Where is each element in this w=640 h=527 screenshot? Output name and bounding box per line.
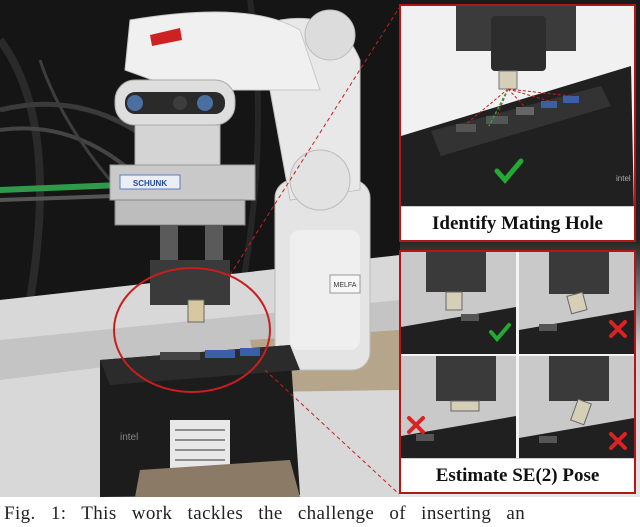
pose-candidate-3 bbox=[401, 356, 516, 458]
pose-candidate-1 bbox=[401, 252, 516, 354]
check-icon bbox=[489, 323, 511, 343]
cross-icon bbox=[609, 320, 627, 338]
estimate-pose-panel: Estimate SE(2) Pose bbox=[399, 250, 636, 494]
cross-icon bbox=[407, 416, 425, 434]
gripper-brand: SCHUNK bbox=[133, 179, 167, 188]
connector-line-bottom bbox=[264, 369, 400, 495]
bottom-panel-label: Estimate SE(2) Pose bbox=[401, 458, 634, 492]
connector-line-top bbox=[229, 7, 400, 276]
pose-candidate-2 bbox=[519, 252, 634, 354]
identify-mating-hole-panel: intel Identify Mating Hole bbox=[399, 4, 636, 242]
top-panel-label: Identify Mating Hole bbox=[401, 206, 634, 240]
intel-logo: intel bbox=[120, 432, 138, 443]
mating-hole-illustration: intel bbox=[401, 6, 634, 212]
pose-candidate-grid bbox=[401, 252, 634, 458]
cross-icon bbox=[609, 432, 627, 450]
check-icon bbox=[494, 158, 524, 184]
pose-candidate-4 bbox=[519, 356, 634, 458]
robot-label: MELFA bbox=[334, 282, 357, 289]
intel-logo-inset: intel bbox=[616, 174, 631, 183]
figure-caption: Fig. 1: This work tackles the challenge … bbox=[4, 503, 526, 524]
robot-scene-illustration: MELFA SCHUNK intel bbox=[0, 0, 400, 497]
highlight-ellipse bbox=[113, 267, 271, 393]
